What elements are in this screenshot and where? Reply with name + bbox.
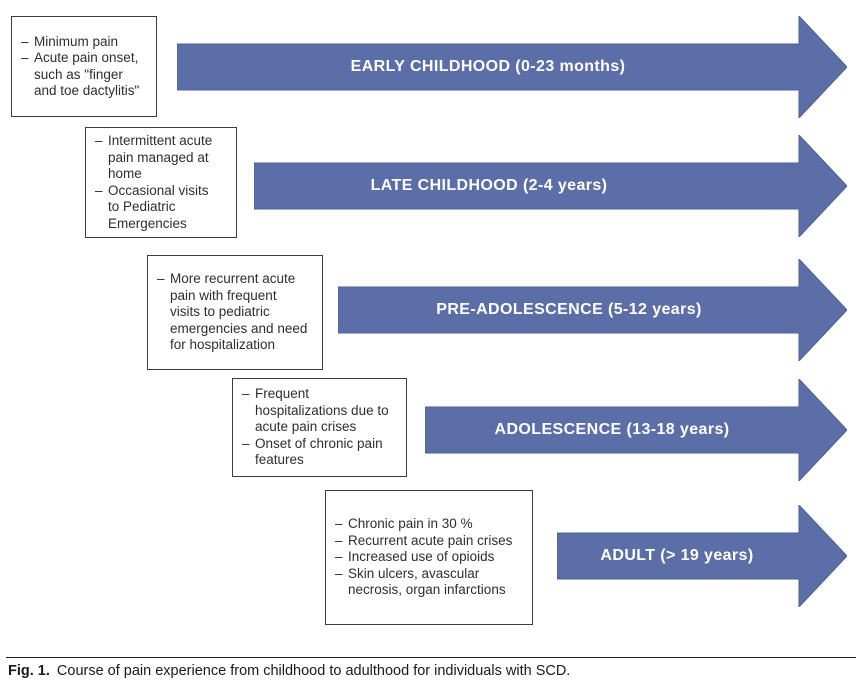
stage-note-box: –More recurrent acute pain with frequent…: [147, 255, 323, 370]
note-item: –Recurrent acute pain crises: [335, 533, 526, 550]
note-item: –Occasional visits to Pediatric Emergenc…: [95, 183, 230, 233]
note-bullet-dash: –: [157, 271, 165, 287]
note-text: Skin ulcers, avascular necrosis, organ i…: [348, 565, 506, 598]
figure-caption: Fig. 1. Course of pain experience from ch…: [8, 663, 570, 679]
note-text: Occasional visits to Pediatric Emergenci…: [108, 182, 209, 231]
stage-arrow: [177, 16, 847, 118]
note-text: Chronic pain in 30 %: [348, 516, 473, 532]
note-item: –More recurrent acute pain with frequent…: [157, 271, 316, 354]
stage-note-box: –Minimum pain–Acute pain onset, such as …: [11, 16, 157, 117]
stage-arrow-shape: [557, 505, 847, 607]
stage-arrow-shape: [254, 135, 847, 237]
stage-arrow: [338, 259, 847, 361]
note-item: –Minimum pain: [21, 34, 150, 51]
figure-caption-text: Course of pain experience from childhood…: [56, 663, 571, 679]
note-item: –Skin ulcers, avascular necrosis, organ …: [335, 566, 526, 599]
note-item: –Intermittent acute pain managed at home: [95, 133, 230, 183]
stage-arrow-shape: [425, 379, 847, 481]
note-bullet-dash: –: [242, 386, 250, 402]
note-bullet-dash: –: [335, 516, 343, 532]
caption-divider: [6, 657, 856, 658]
note-bullet-dash: –: [95, 133, 103, 148]
note-bullet-dash: –: [335, 565, 343, 581]
stage-arrow: [254, 135, 847, 237]
stage-note-box: –Chronic pain in 30 %–Recurrent acute pa…: [325, 490, 533, 625]
note-text: Onset of chronic pain features: [255, 435, 383, 468]
stage-arrow-shape: [338, 259, 847, 361]
note-text: More recurrent acute pain with frequent …: [170, 271, 308, 353]
figure-caption-label: Fig. 1.: [8, 663, 50, 679]
stage-note-box: –Intermittent acute pain managed at home…: [85, 127, 237, 238]
note-item: –Frequent hospitalizations due to acute …: [242, 386, 400, 436]
stage-arrow-label: LATE CHILDHOOD (2-4 years): [370, 177, 608, 194]
note-bullet-dash: –: [335, 532, 343, 548]
note-item: –Onset of chronic pain features: [242, 436, 400, 469]
stage-arrow-label: EARLY CHILDHOOD (0-23 months): [350, 58, 626, 75]
note-text: Intermittent acute pain managed at home: [108, 133, 213, 181]
stage-arrow-label: ADULT (> 19 years): [600, 547, 754, 564]
stage-note-box: –Frequent hospitalizations due to acute …: [232, 378, 407, 477]
note-text: Frequent hospitalizations due to acute p…: [255, 386, 389, 435]
note-text: Minimum pain: [34, 33, 119, 49]
note-text: Increased use of opioids: [348, 549, 495, 565]
note-item: –Increased use of opioids: [335, 549, 526, 566]
stage-arrow-label: ADOLESCENCE (13-18 years): [494, 421, 730, 438]
note-bullet-dash: –: [21, 50, 29, 65]
stage-arrow: [557, 505, 847, 607]
note-text: Acute pain onset, such as "finger and to…: [34, 50, 140, 98]
stage-arrow: [425, 379, 847, 481]
note-bullet-dash: –: [335, 549, 343, 565]
stage-arrow-shape: [177, 16, 847, 118]
note-item: –Chronic pain in 30 %: [335, 516, 526, 533]
note-text: Recurrent acute pain crises: [348, 532, 513, 548]
note-bullet-dash: –: [95, 182, 103, 198]
note-bullet-dash: –: [21, 33, 29, 49]
note-item: –Acute pain onset, such as "finger and t…: [21, 50, 150, 100]
note-bullet-dash: –: [242, 435, 250, 451]
stage-arrow-label: PRE-ADOLESCENCE (5-12 years): [436, 301, 702, 318]
